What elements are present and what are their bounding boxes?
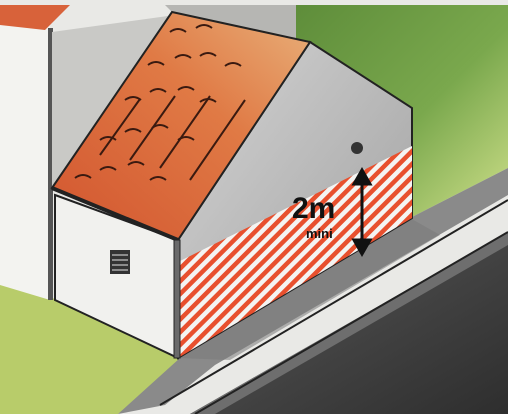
neighbour-house-wall (0, 5, 50, 300)
height-value-label: 2m (292, 192, 335, 225)
height-qualifier-label: mini (306, 226, 333, 241)
gable-vent (351, 142, 363, 154)
downpipe-corner (174, 240, 180, 358)
